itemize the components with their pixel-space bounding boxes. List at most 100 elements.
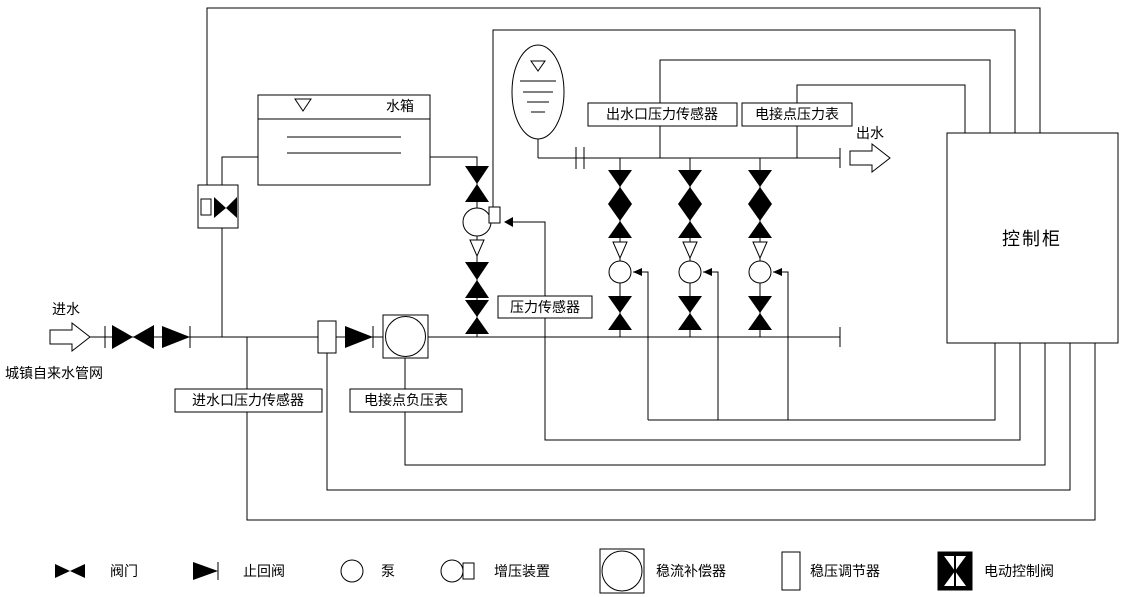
legend-label: 泵: [381, 565, 395, 580]
inlet-pressure-sensor-label: 进水口压力传感器: [192, 392, 304, 409]
outlet-flow-arrow-icon: [849, 142, 891, 174]
pressure-regulator-icon: [781, 551, 801, 591]
wire-inlet-sensor-lower: [246, 343, 1096, 521]
pump-branch-2: [678, 170, 719, 420]
legend-item-flow-compensator: 稳流补偿器: [599, 548, 726, 594]
legend-label: 增压装置: [494, 564, 550, 580]
vacuum-gauge-box: [349, 388, 463, 413]
riser-valve-icon: [465, 184, 489, 202]
water-tank-body: [257, 94, 431, 186]
booster-device-circle: [462, 207, 492, 237]
branch-valve-icon: [608, 170, 632, 187]
outlet-label: 出水: [856, 126, 884, 142]
motorized-valve-icon: [214, 197, 226, 218]
water-tank: 水箱: [257, 94, 431, 186]
pump-icon: [678, 260, 702, 284]
main-check-valve-icon: [345, 326, 373, 348]
contact-pressure-gauge-label: 电接点压力表: [755, 106, 839, 123]
valve-icon: [55, 564, 70, 578]
wire-contact-pressure-gauge: [796, 84, 966, 133]
legend-item-booster: 增压装置: [440, 559, 550, 583]
inlet-valve-icon: [133, 325, 154, 349]
branch-valve-icon: [608, 296, 632, 313]
riser-valve-icon: [465, 166, 489, 184]
booster-device-box: [462, 562, 475, 580]
branch-valve-icon: [748, 187, 772, 204]
tank-label: 水箱: [386, 99, 414, 115]
pump-arrowhead: [703, 268, 712, 276]
riser-check-valve-icon: [469, 239, 485, 258]
inlet-check-valve-icon: [162, 326, 190, 348]
outlet-pressure-sensor-label: 出水口压力传感器: [606, 106, 718, 123]
control-cabinet-body: [946, 132, 1119, 344]
motorized-valve: [197, 184, 239, 229]
pump-control-wire: [773, 271, 789, 420]
tank-left-pipe: [221, 156, 258, 185]
pump-branch-3: [748, 170, 789, 420]
legend-label: 稳压调节器: [810, 564, 880, 580]
inlet-pressure-sensor-box: [174, 388, 323, 413]
legend-label: 电动控制阀: [984, 564, 1054, 580]
tank-right-pipe: [430, 156, 478, 337]
booster-device-icon: [440, 559, 464, 583]
riser-valve-icon: [465, 262, 489, 280]
inlet-flow-arrow-icon: [49, 321, 91, 353]
wire-motorized-valve: [206, 7, 1041, 185]
branch-valve-icon: [608, 313, 632, 330]
motorized-valve-icon: [226, 197, 237, 218]
pump-control-wire: [633, 271, 649, 420]
branch-valve-icon: [748, 296, 772, 313]
bypass-riser: [462, 166, 501, 334]
branch-valve-icon: [678, 221, 702, 238]
pump-icon: [748, 260, 772, 284]
branch-valve-icon: [748, 221, 772, 238]
pump-arrowhead: [773, 268, 782, 276]
pressure-sensor-box: [497, 295, 593, 319]
motorized-valve-actuator: [200, 198, 212, 216]
branch-valve-icon: [678, 170, 702, 187]
wire-vacuum-gauge-lower: [404, 343, 1046, 466]
valve-icon: [70, 564, 85, 578]
flow-compensator-circle: [385, 316, 426, 357]
legend: 阀门 止回阀 泵 增压装置 稳流补偿器 稳压调节器: [55, 548, 1054, 594]
branch-valve-icon: [678, 187, 702, 204]
booster-device-box: [488, 206, 501, 224]
riser-valve-icon: [465, 317, 489, 334]
branch-valve-icon: [748, 170, 772, 187]
pressure-sensor-label: 压力传感器: [510, 299, 580, 316]
pump-branch-1: [608, 170, 649, 420]
check-valve-icon: [193, 562, 218, 580]
branch-valve-icon: [678, 296, 702, 313]
contact-pressure-gauge-box: [741, 102, 853, 127]
vessel-level-icon: [530, 60, 546, 72]
control-cabinet-label: 控制柜: [1002, 229, 1062, 249]
control-cabinet: 控制柜: [946, 132, 1119, 344]
legend-item-motorized-valve: 电动控制阀: [937, 551, 1054, 591]
inlet-section: 进水 城镇自来水管网: [5, 302, 191, 382]
riser-valve-icon: [465, 300, 489, 317]
legend-item-check-valve: 止回阀: [193, 562, 285, 580]
boxed-labels: 出水口压力传感器 电接点压力表 压力传感器 进水口压力传感器 电接点负压表: [174, 102, 853, 413]
wire-outlet-pressure-sensor: [659, 59, 991, 133]
pump-icon: [608, 260, 632, 284]
legend-label: 阀门: [110, 564, 138, 580]
legend-item-pressure-regulator: 稳压调节器: [781, 551, 880, 591]
legend-label: 止回阀: [243, 564, 285, 580]
legend-item-pump: 泵: [340, 559, 395, 583]
riser-valve-icon: [465, 280, 489, 298]
branch-check-valve-icon: [612, 241, 628, 260]
pump-icon: [340, 559, 364, 583]
leader-pressure-sensor: [513, 221, 546, 296]
city-network-label: 城镇自来水管网: [5, 366, 103, 382]
branch-valve-icon: [608, 204, 632, 221]
legend-label: 稳流补偿器: [656, 564, 726, 580]
water-level-icon: [294, 98, 312, 112]
wire-booster: [492, 29, 1016, 207]
branch-valve-icon: [678, 313, 702, 330]
flow-compensator-circle: [601, 550, 643, 592]
pipes: [90, 126, 841, 348]
branch-valve-icon: [608, 187, 632, 204]
branch-valve-icon: [608, 221, 632, 238]
